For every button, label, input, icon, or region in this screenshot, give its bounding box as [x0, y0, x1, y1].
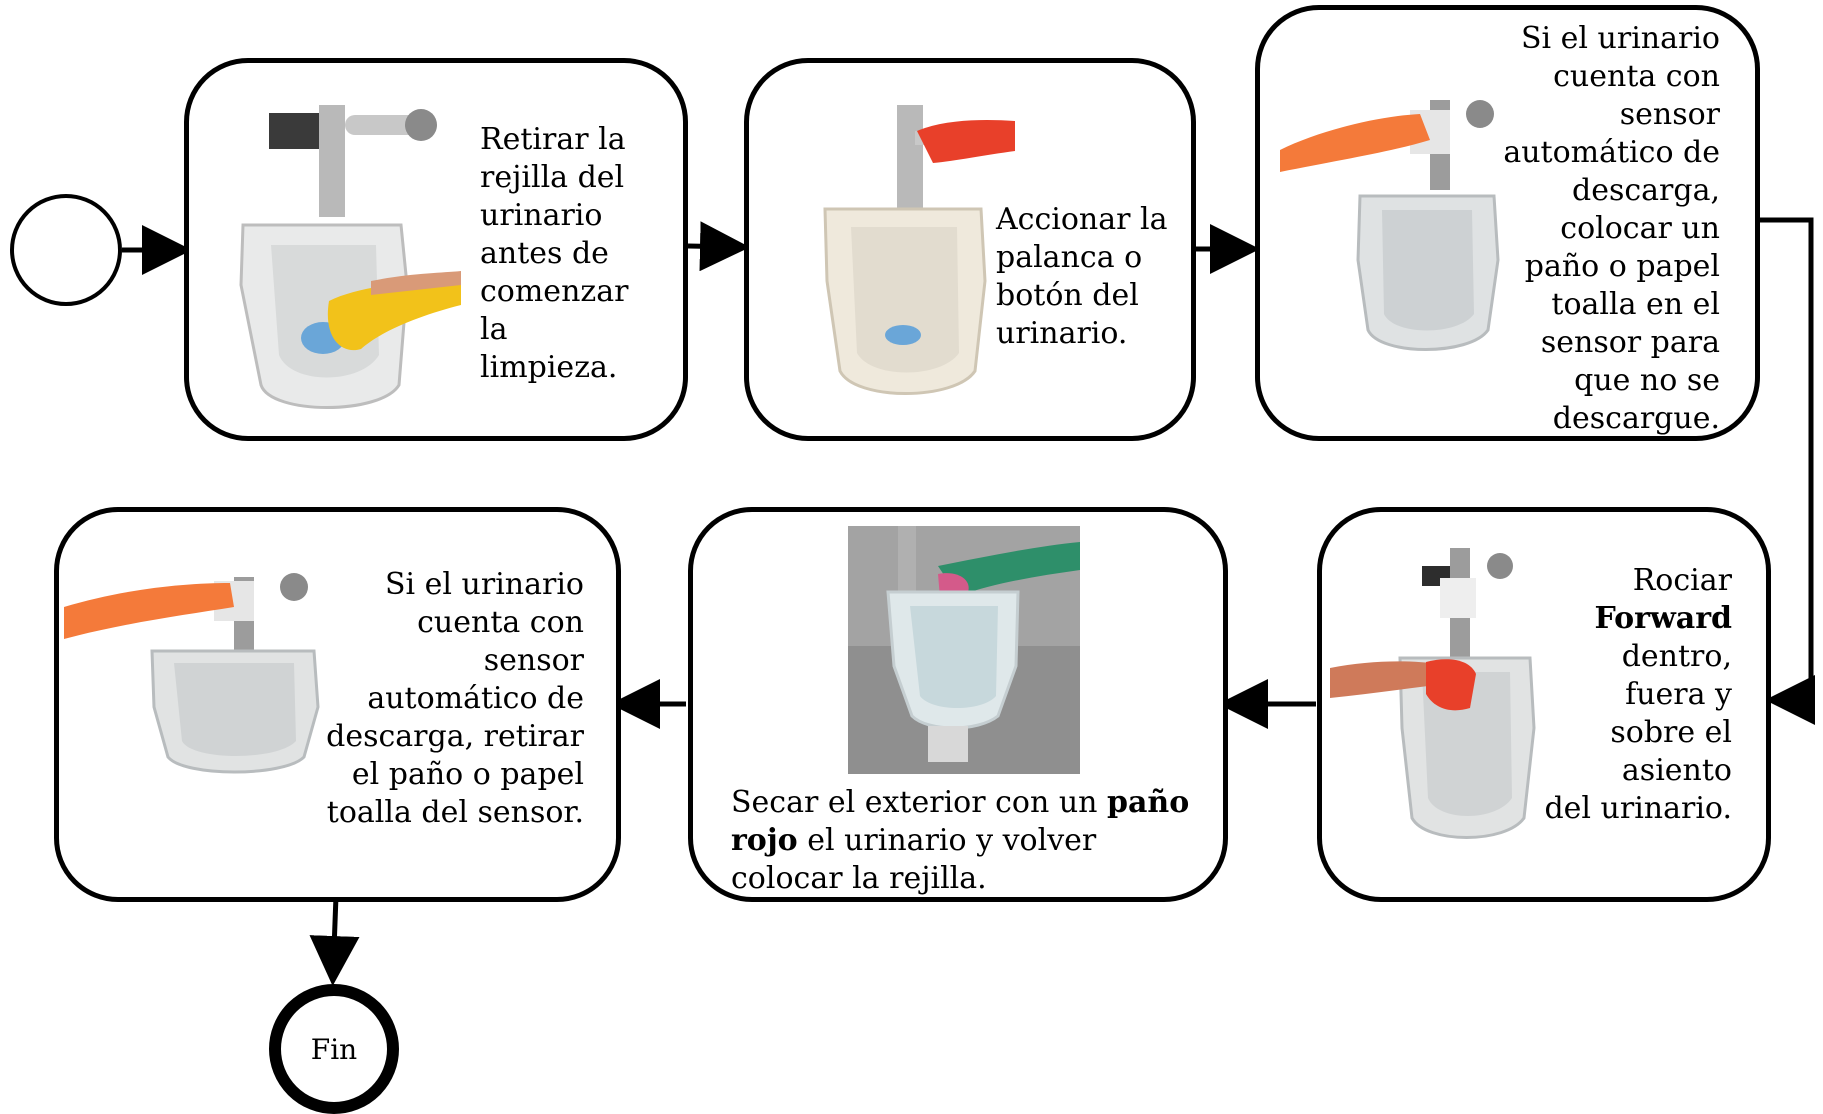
end-label: Fin [310, 1032, 358, 1066]
urinal-flush-lever-icon [823, 105, 1015, 395]
arrow-step6-to-end [309, 895, 360, 986]
arrow-step1-to-step2 [687, 221, 750, 272]
urinal-uncover-sensor-icon [64, 573, 320, 774]
red-cloth-label: paño rojo [731, 785, 1190, 858]
start-node [10, 194, 122, 306]
urinal-dry-photo-icon [848, 526, 1080, 774]
urinal-cover-sensor-icon [1280, 100, 1500, 351]
urinal-remove-grate-icon [239, 105, 461, 409]
product-name: Forward [1594, 601, 1732, 636]
step-text-5: Secar el exterior con un paño rojo el ur… [731, 785, 1190, 896]
step-box-5: Secar el exterior con un paño rojo el ur… [688, 507, 1228, 902]
urinal-spray-icon [1330, 548, 1536, 839]
end-node: Fin [269, 984, 399, 1114]
